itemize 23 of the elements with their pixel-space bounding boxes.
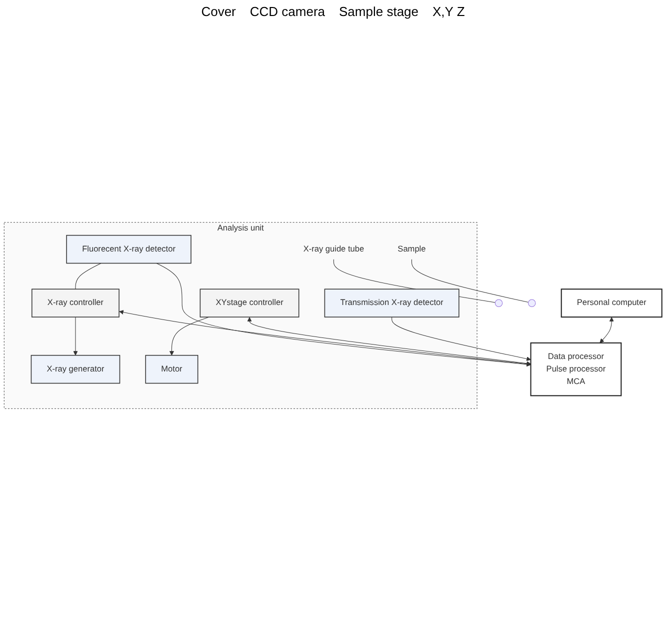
arrow	[247, 317, 531, 366]
node-box: X-ray generator	[30, 354, 120, 384]
node-box: XYstage controller	[200, 288, 300, 318]
node-box: Fluorecent X-ray detector	[66, 234, 192, 264]
node-text: X-ray guide tube	[303, 244, 364, 254]
connector	[411, 259, 529, 303]
arrow	[73, 316, 78, 356]
arrow	[600, 317, 614, 344]
part-label: CCD camera	[250, 4, 326, 19]
connector	[75, 263, 102, 290]
node-box: Data processor Pulse processor MCA	[530, 342, 622, 396]
arrow	[169, 316, 210, 356]
part-label: Cover	[201, 4, 236, 19]
part-label: Sample stage	[339, 4, 419, 19]
node-text: Sample	[398, 244, 426, 254]
node-box: X-ray controller	[32, 288, 120, 318]
node-box: Personal computer	[560, 288, 662, 318]
arrow	[119, 310, 531, 366]
arrow	[392, 316, 531, 362]
node-box: Motor	[145, 354, 198, 384]
part-label: X,Y Z	[432, 4, 465, 19]
arrow	[156, 263, 531, 367]
node-box: Transmission X-ray detector	[324, 288, 460, 318]
